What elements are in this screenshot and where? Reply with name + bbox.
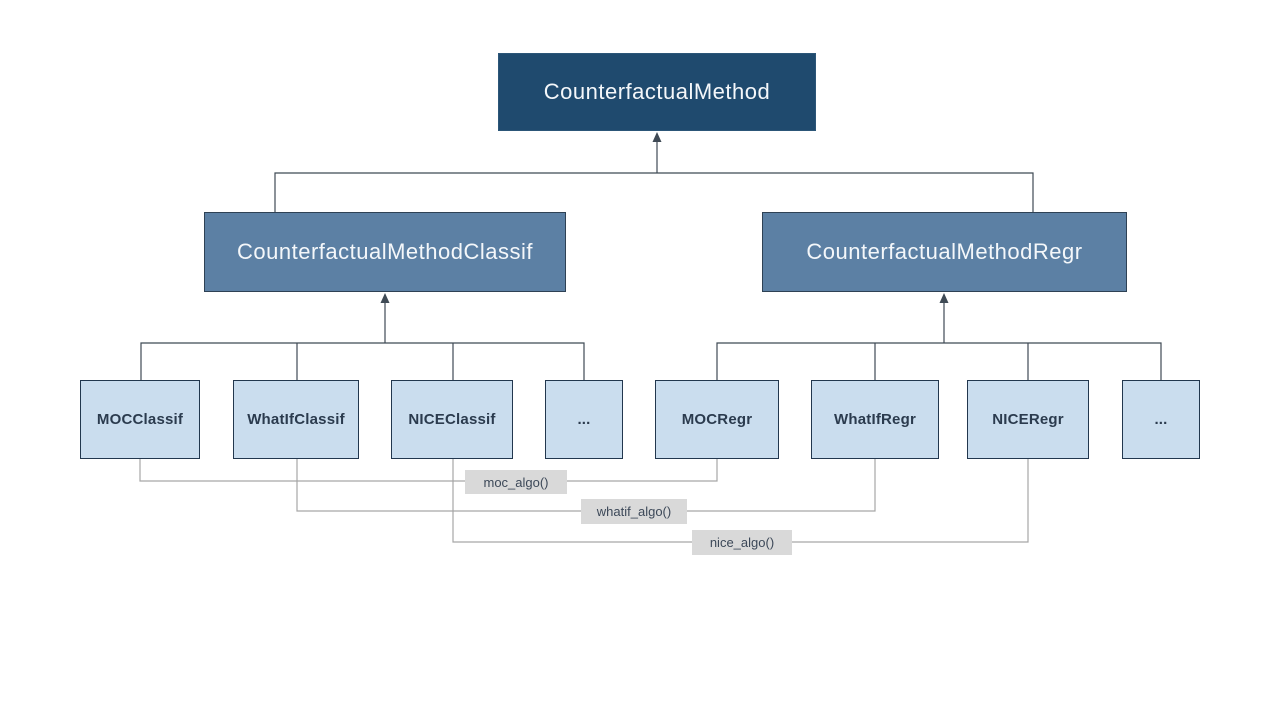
method-name: nice_algo() [709, 535, 775, 550]
class-name: NICEClassif [408, 411, 496, 428]
class-box-mocregr: MOCRegr [655, 380, 779, 459]
class-box-counterfactualmethodclassif: CounterfactualMethodClassif [204, 212, 566, 292]
class-box-ellipsis-regr: ... [1122, 380, 1200, 459]
class-name: CounterfactualMethod [543, 79, 771, 104]
class-name: MOCClassif [96, 411, 184, 428]
method-name: whatif_algo() [596, 504, 672, 519]
class-name: NICERegr [992, 411, 1064, 428]
left-tree-line [140, 342, 585, 380]
method-name: moc_algo() [483, 474, 549, 490]
method-label-nice-algo: nice_algo() [692, 530, 792, 555]
right-tree-line [716, 342, 1162, 380]
class-box-mocclassif: MOCClassif [80, 380, 200, 459]
class-box-niceclassif: NICEClassif [391, 380, 513, 459]
class-name: WhatIfClassif [247, 411, 345, 428]
class-box-niceregr: NICERegr [967, 380, 1089, 459]
class-box-counterfactualmethodregr: CounterfactualMethodRegr [762, 212, 1127, 292]
arrowhead-root [652, 132, 662, 142]
class-box-counterfactualmethod: CounterfactualMethod [498, 53, 816, 131]
class-box-ellipsis-classif: ... [545, 380, 623, 459]
class-name: CounterfactualMethodRegr [806, 239, 1083, 264]
ellipsis-label: ... [577, 411, 591, 428]
class-name: WhatIfRegr [834, 411, 916, 428]
method-label-moc-algo: moc_algo() [465, 470, 567, 494]
class-name: MOCRegr [681, 411, 753, 428]
arrowhead-regr [939, 293, 949, 303]
class-box-whatifregr: WhatIfRegr [811, 380, 939, 459]
top-tree-line [274, 172, 1034, 212]
class-name: CounterfactualMethodClassif [237, 239, 533, 264]
class-box-whatifclassif: WhatIfClassif [233, 380, 359, 459]
method-label-whatif-algo: whatif_algo() [581, 499, 687, 524]
moc-algo-connector [139, 459, 718, 482]
arrowhead-classif [380, 293, 390, 303]
ellipsis-label: ... [1154, 411, 1168, 428]
